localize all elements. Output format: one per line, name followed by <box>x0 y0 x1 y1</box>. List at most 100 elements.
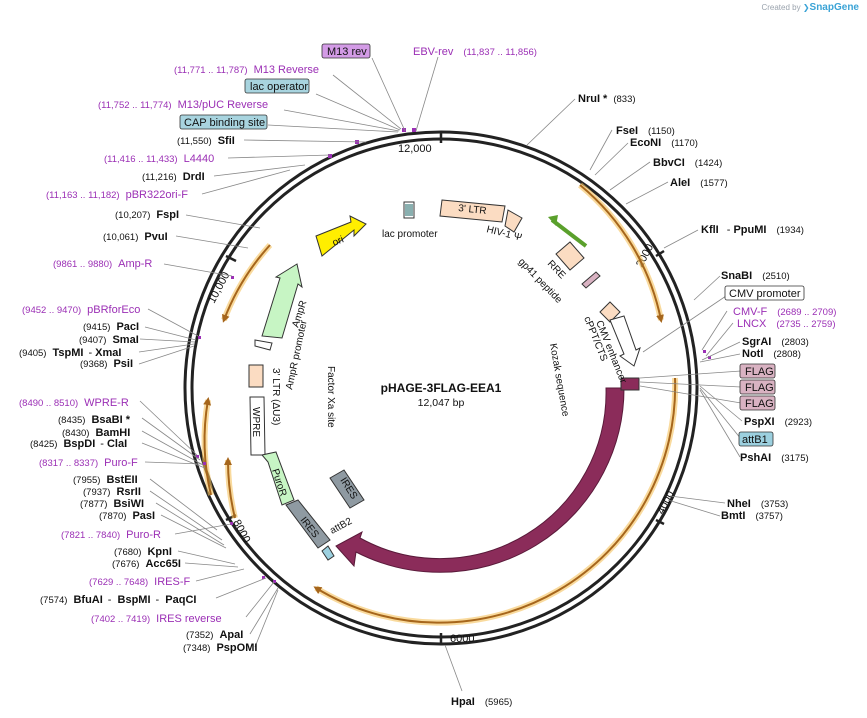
orf-arc-1 <box>579 184 664 323</box>
enzyme-pvui: (10,061)PvuI <box>103 231 168 243</box>
gp41-peptide-feature <box>581 271 601 289</box>
box-attb1: attB1 <box>738 431 774 447</box>
enzyme-alei: AleI(1577) <box>670 177 728 189</box>
enzyme-nhei: NheI(3753) <box>727 498 788 510</box>
primer-cmv-f: CMV-F(2689 .. 2709) <box>733 306 836 318</box>
flag-2-label: FLAG <box>745 382 774 394</box>
enzyme-bamhi: (8430)BamHI <box>62 427 130 439</box>
enzyme-psii: (9368)PsiI <box>80 358 133 370</box>
ori-feature-arrow <box>315 215 367 257</box>
snapgene-credit: Created by ❯SnapGene <box>761 2 859 13</box>
attb2-label: attB2 <box>328 516 354 537</box>
cppt-feature <box>599 301 621 323</box>
box-cmv-promoter: CMV promoter <box>724 285 805 301</box>
enzyme-snabi: SnaBI(2510) <box>721 270 790 282</box>
tick-label-6000: 6000 <box>450 633 474 645</box>
primer-pbrforeco: (9452 .. 9470)pBRforEco <box>22 304 140 316</box>
box-lac-operator: lac operator <box>244 78 310 94</box>
enzyme-bsteii: (7955)BstEII <box>73 474 138 486</box>
orf-arc-2 <box>313 377 677 624</box>
enzyme-bbvci: BbvCI(1424) <box>653 157 722 169</box>
flag-tag-segments <box>620 377 640 391</box>
primer-lncx: LNCX(2735 .. 2759) <box>737 318 836 330</box>
primer-puro-f: (8317 .. 8337)Puro-F <box>39 457 138 469</box>
puror-label: PuroR <box>269 468 288 498</box>
orf-arc-3 <box>222 244 271 323</box>
kozak-label: Kozak sequence <box>547 343 571 418</box>
puror-feature-arrow <box>261 451 295 506</box>
cmv-enhancer-feature <box>609 315 641 367</box>
enzyme-apai: (7352)ApaI <box>186 629 243 641</box>
three-ltr-du3-label: 3' LTR (ΔU3) <box>270 368 281 425</box>
enzyme-bspdi-clai: (8425)BspDI- ClaI <box>30 438 127 450</box>
primer-ebv-rev: EBV-rev(11,837 .. 11,856) <box>413 46 537 58</box>
cap-site-label: CAP binding site <box>184 117 265 129</box>
primer-wpre-r: (8490 .. 8510)WPRE-R <box>19 397 129 409</box>
snapgene-logo-icon: ❯ <box>802 3 810 12</box>
primer-pbr322ori-f: (11,163 .. 11,182)pBR322ori-F <box>46 189 188 201</box>
cmv-promoter-label: CMV promoter <box>729 288 801 300</box>
flag-1-label: FLAG <box>745 366 774 378</box>
enzyme-pspxi: PspXI(2923) <box>744 416 812 428</box>
three-ltr-du3-feature <box>248 364 264 388</box>
enzyme-bfuai-bspmi-paqci: (7574)BfuAI- BspMI- PaqCI <box>40 594 196 606</box>
enzyme-kpni: (7680)KpnI <box>114 546 172 558</box>
lac-operator-label: lac operator <box>250 81 308 93</box>
tick-label-4000: 4000 <box>655 489 677 516</box>
enzyme-kfli-ppumi: KflI- PpuMI(1934) <box>701 224 804 236</box>
ampr-feature-arrow <box>261 263 303 339</box>
tick-6000: 6000 <box>439 633 474 645</box>
rre-feature <box>555 241 585 271</box>
flag-3-label: FLAG <box>745 398 774 410</box>
tick-12000: 12,000 <box>398 131 443 155</box>
tick-4000: 4000 <box>655 489 677 526</box>
enzyme-noti: NotI(2808) <box>742 348 801 360</box>
box-m13rev: M13 rev <box>321 43 371 59</box>
primer-m13-puc-reverse: (11,752 .. 11,774)M13/pUC Reverse <box>98 99 268 111</box>
ampr-promoter-feature <box>254 339 273 351</box>
box-flag-3: FLAG <box>739 395 776 411</box>
enzyme-pshai: PshAI(3175) <box>740 452 809 464</box>
primer-l4440: (11,416 .. 11,433)L4440 <box>104 153 214 165</box>
gp41-arrow <box>550 218 588 248</box>
enzyme-drdi: (11,216)DrdI <box>142 171 205 183</box>
enzyme-smai: (9407)SmaI <box>79 334 139 346</box>
three-ltr-feature <box>439 199 506 223</box>
wpre-label: WPRE <box>250 407 261 437</box>
enzyme-pspomi: (7348)PspOMI <box>183 642 257 654</box>
enzyme-sgrai: SgrAI(2803) <box>742 336 809 348</box>
enzyme-paci: (9415)PacI <box>83 321 139 333</box>
three-ltr-label: 3' LTR <box>458 203 487 217</box>
primer-m13-reverse: (11,771 .. 11,787)M13 Reverse <box>174 64 319 76</box>
box-cap-site: CAP binding site <box>179 114 268 130</box>
primer-ires-reverse: (7402 .. 7419)IRES reverse <box>91 613 222 625</box>
tick-label-12000: 12,000 <box>398 143 432 155</box>
primer-amp-r: (9861 .. 9880)Amp-R <box>53 258 152 270</box>
lac-promoter-inner <box>405 204 413 216</box>
ori-label: ori <box>331 234 345 248</box>
enzyme-tspmi-xmai: (9405)TspMI- XmaI <box>19 347 121 359</box>
plasmid-title: pHAGE-3FLAG-EEA1 <box>381 381 502 395</box>
enzyme-econi: EcoNI(1170) <box>630 137 698 149</box>
orf-arc-4 <box>203 397 212 496</box>
enzyme-hpai: HpaI(5965) <box>451 696 512 708</box>
leader-lines <box>138 56 743 692</box>
orf-arcs <box>201 182 679 626</box>
hiv-psi-label: HIV-1 Ψ <box>485 224 523 243</box>
enzyme-fspi: (10,207)FspI <box>115 209 179 221</box>
enzyme-bsiwi: (7877)BsiWI <box>80 498 144 510</box>
enzyme-fsei: FseI(1150) <box>616 125 675 137</box>
enzyme-pasi: (7870)PasI <box>99 510 155 522</box>
primer-ires-f: (7629 .. 7648)IRES-F <box>89 576 190 588</box>
credit-prefix: Created by <box>761 3 801 12</box>
enzyme-nrui: NruI *(833) <box>578 93 636 105</box>
ires-inner-feature <box>329 469 365 509</box>
attb2-feature <box>321 545 335 561</box>
eea1-feature-arrow <box>335 387 625 573</box>
enzyme-bmti: BmtI(3757) <box>721 510 783 522</box>
orf-arc-5 <box>223 457 236 519</box>
box-flag-1: FLAG <box>739 363 776 379</box>
m13rev-label: M13 rev <box>327 46 367 58</box>
enzyme-bsabi: (8435)BsaBI * <box>58 414 131 426</box>
gp41-arrowhead-icon <box>548 215 558 226</box>
